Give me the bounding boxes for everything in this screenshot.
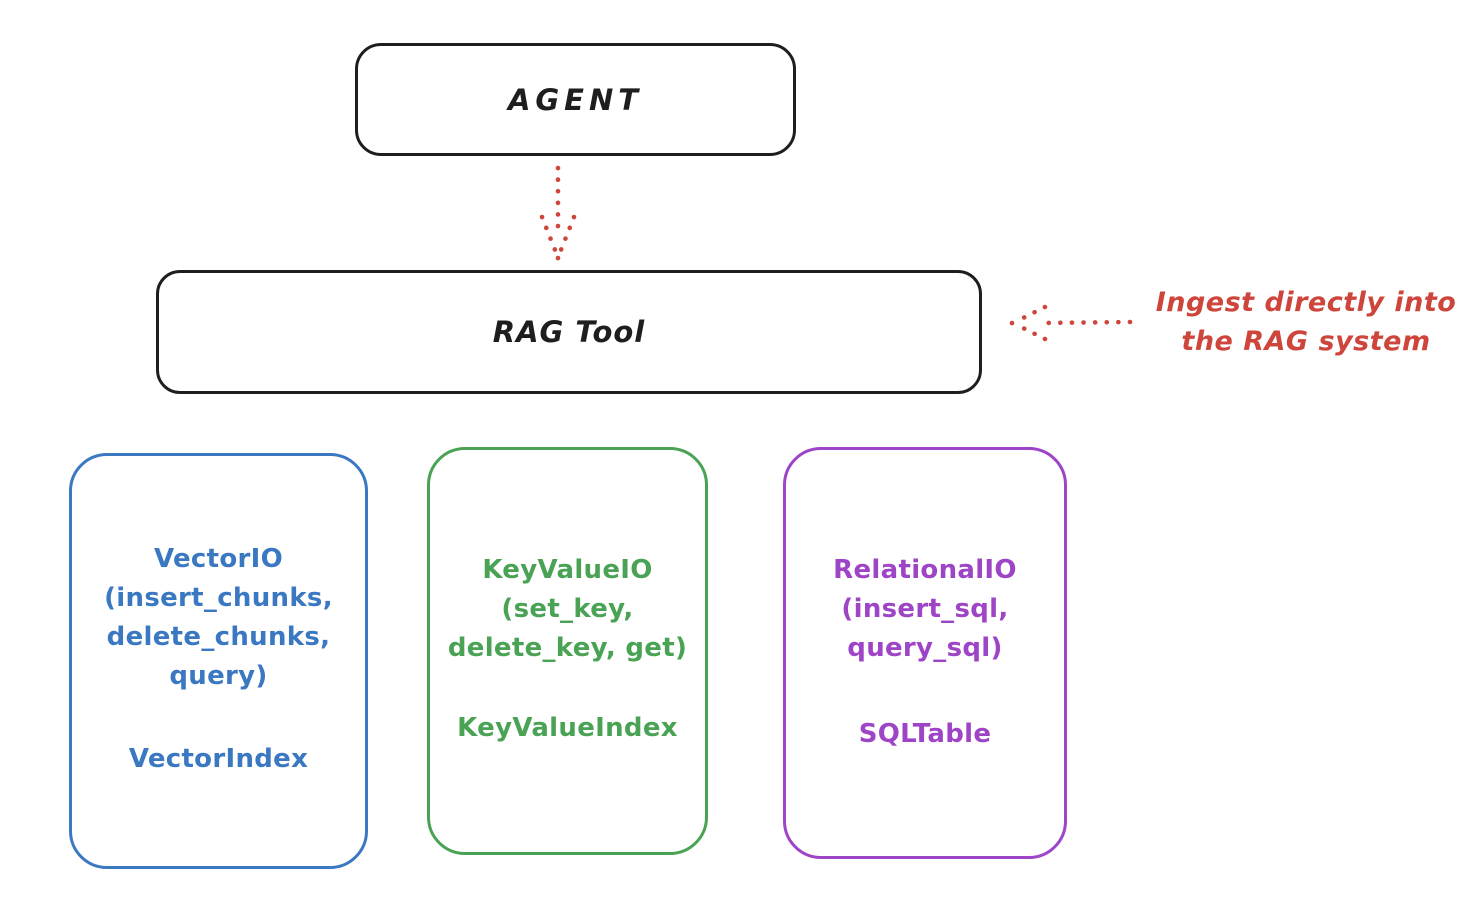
backend-io-line: query) xyxy=(169,661,268,691)
rag-tool-node: RAG Tool xyxy=(156,270,982,394)
backend-io-line: VectorIO xyxy=(153,544,284,574)
backend-io-line: KeyValueIO xyxy=(482,555,653,585)
relationalio-io-block: RelationalIO (insert_sql, query_sql) xyxy=(786,450,1064,668)
backend-index-label: SQLTable xyxy=(858,719,992,749)
backend-io-line: delete_key, get) xyxy=(447,633,688,663)
ingest-arrow-icon xyxy=(1009,304,1133,342)
agent-to-rag-arrow-icon xyxy=(539,165,577,261)
backend-index-label: VectorIndex xyxy=(128,744,309,774)
ingest-annotation: Ingest directly into the RAG system xyxy=(1138,283,1474,361)
backend-io-line: (insert_chunks, xyxy=(104,583,333,613)
keyvalueio-io-block: KeyValueIO (set_key, delete_key, get) xyxy=(430,450,705,668)
agent-label: AGENT xyxy=(507,82,644,117)
rag-tool-label: RAG Tool xyxy=(492,315,646,349)
backend-relationalio: RelationalIO (insert_sql, query_sql) SQL… xyxy=(783,447,1067,859)
backend-io-line: query_sql) xyxy=(847,633,1003,663)
backend-keyvalueio: KeyValueIO (set_key, delete_key, get) Ke… xyxy=(427,447,708,855)
backend-io-line: delete_chunks, xyxy=(106,622,331,652)
backend-io-line: (insert_sql, xyxy=(841,594,1009,624)
ingest-annotation-line1: Ingest directly into xyxy=(1155,287,1457,318)
backend-index-label: KeyValueIndex xyxy=(457,713,678,743)
ingest-annotation-line2: the RAG system xyxy=(1181,326,1431,357)
backend-vectorio: VectorIO (insert_chunks, delete_chunks, … xyxy=(69,453,368,869)
backend-io-line: (set_key, xyxy=(501,594,634,624)
backend-io-line: RelationalIO xyxy=(833,555,1017,585)
agent-node: AGENT xyxy=(355,43,796,156)
vectorio-io-block: VectorIO (insert_chunks, delete_chunks, … xyxy=(72,456,365,696)
